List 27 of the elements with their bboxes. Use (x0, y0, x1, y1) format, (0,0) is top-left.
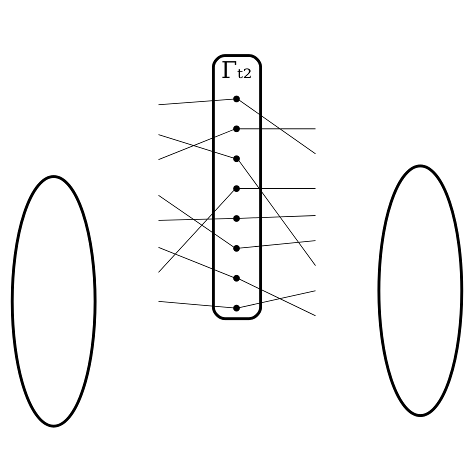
connector (158, 190, 234, 273)
connector (238, 160, 316, 266)
node-circle (233, 96, 240, 102)
connector (239, 278, 316, 316)
connector (239, 128, 316, 130)
connector (158, 129, 234, 160)
node-circle (233, 244, 240, 252)
node-circle (233, 185, 240, 192)
connector (239, 290, 316, 308)
connector (158, 247, 234, 278)
connector (239, 215, 316, 219)
node-circle (233, 155, 240, 162)
connector (239, 240, 316, 249)
cluster: Γₜ₂ (212, 54, 262, 320)
connector (158, 98, 234, 106)
node-ellipse (10, 175, 97, 428)
connector (239, 188, 316, 189)
connector (158, 194, 234, 248)
connector (239, 100, 316, 154)
connector (158, 300, 234, 308)
connector (158, 218, 234, 221)
connector (158, 134, 234, 158)
node-circle (233, 304, 240, 312)
node-circle (233, 274, 240, 282)
node-circle (233, 215, 240, 222)
node-ellipse (377, 164, 464, 417)
node-circle (233, 125, 240, 132)
